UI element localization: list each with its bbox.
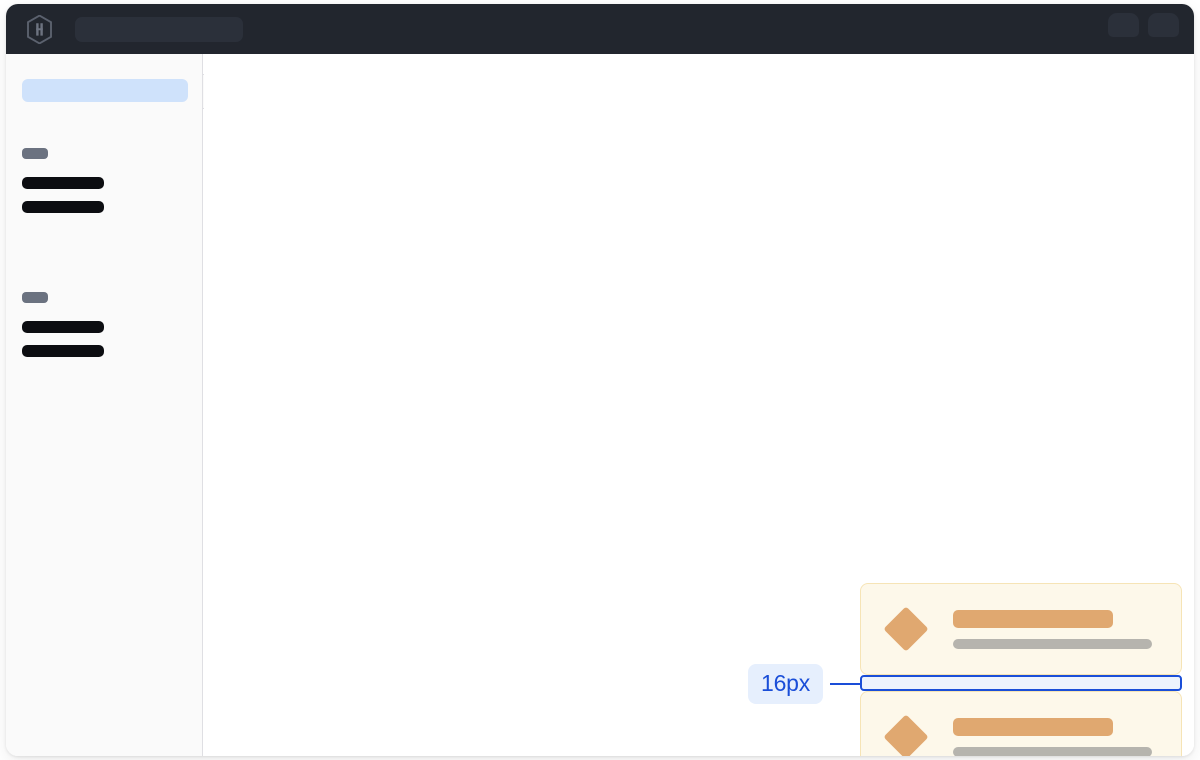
sidebar-group-2: [22, 292, 104, 357]
info-card-2-text: [953, 717, 1183, 756]
app-window: 16px: [6, 4, 1194, 756]
hashicorp-hexagon-logo[interactable]: [27, 14, 52, 44]
topbar-actions: [1108, 13, 1179, 37]
gap-measure-highlight: [860, 675, 1182, 691]
sidebar-item-2-1[interactable]: [22, 321, 104, 333]
info-card-2-title: [953, 717, 1113, 736]
info-card-1-text: [953, 609, 1183, 649]
topbar-action-1[interactable]: [1108, 13, 1139, 37]
info-card-2[interactable]: [860, 691, 1182, 756]
sidebar-item-1-2[interactable]: [22, 201, 104, 213]
search-input[interactable]: [75, 16, 243, 42]
diamond-icon: [883, 714, 929, 756]
sidebar-group-1-label: [22, 148, 48, 159]
info-card-1-subtitle: [953, 638, 1152, 649]
sidebar-item-2-2[interactable]: [22, 345, 104, 357]
sidebar-item-1-1[interactable]: [22, 177, 104, 189]
sidebar-item-active[interactable]: [22, 79, 188, 102]
diamond-icon: [883, 606, 929, 652]
spacing-value-label: 16px: [748, 664, 824, 704]
topbar-action-2[interactable]: [1148, 13, 1179, 37]
info-card-1[interactable]: [860, 583, 1182, 675]
card-stack: [860, 583, 1182, 756]
sidebar-group-2-label: [22, 292, 48, 303]
top-bar: [6, 4, 1194, 54]
body-area: 16px: [6, 54, 1194, 756]
sidebar: [6, 54, 203, 756]
sidebar-group-1: [22, 148, 104, 213]
info-card-2-subtitle: [953, 746, 1152, 756]
spacing-annotation: 16px: [748, 664, 1036, 704]
info-card-1-title: [953, 609, 1113, 628]
